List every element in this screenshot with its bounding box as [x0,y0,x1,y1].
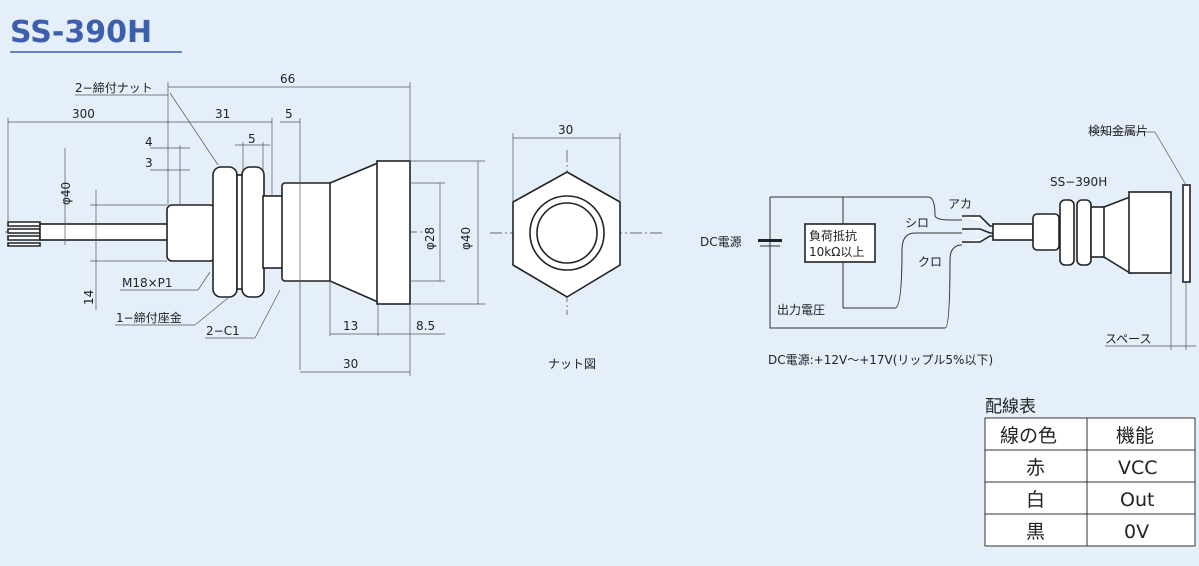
cell-color: 黒 [1026,521,1045,543]
label-chamfer: 2−C1 [206,324,240,338]
output-voltage-label: 出力電圧 [777,303,825,317]
cell-function: Out [1120,489,1154,511]
dim-31: 31 [215,107,230,121]
wiring-table: 配線表 線の色 機能 赤 VCC 白 Out 黒 0V [984,397,1196,547]
dim-30: 30 [343,357,358,371]
dim-8-5: 8.5 [416,319,435,333]
load-label: 負荷抵抗 [809,228,857,243]
dim-4: 4 [145,135,153,149]
space-label: スペース [1105,332,1152,346]
nut-view: 30 ナット図 [490,123,665,371]
dim-300: 300 [72,107,95,121]
wire-red-label: アカ [948,197,972,211]
dim-13: 13 [343,319,358,333]
dim-phi28: φ28 [423,227,437,250]
battery-icon [758,239,782,242]
wire-white-label: シロ [905,216,929,230]
dim-phi40-cable: φ40 [59,182,73,205]
sensor-model-label: SS−390H [1050,175,1107,189]
dim-5b: 5 [248,132,256,146]
side-view: 66 300 31 5 4 3 5 φ40 φ28 φ40 14 13 8.5 … [5,72,485,376]
dim-14: 14 [82,290,96,305]
supply-note: DC電源:+12V〜+17V(リップル5%以下) [768,353,993,367]
dim-66: 66 [280,72,295,86]
label-washer: 1−締付座金 [116,310,182,325]
nut-dim-30: 30 [558,123,573,137]
wiring-diagram: DC電源 負荷抵抗 10kΩ以上 出力電圧 アカ シロ クロ SS−390H 検… [700,123,1196,367]
label-thread: M18×P1 [122,276,173,290]
cell-color: 赤 [1026,457,1045,479]
header-wire-color: 線の色 [1000,425,1057,447]
cell-function: VCC [1118,457,1158,479]
cell-color: 白 [1026,489,1045,511]
dim-phi40-head: φ40 [459,227,473,250]
label-nut: 2−締付ナット [75,80,153,95]
nut-view-caption: ナット図 [548,357,596,371]
metal-target [1182,184,1191,283]
wiring-table-title: 配線表 [985,397,1036,417]
wire-black-label: クロ [918,255,942,269]
target-label: 検知金属片 [1088,123,1148,138]
lead-wires [7,221,169,247]
dim-3: 3 [145,156,153,170]
cell-function: 0V [1124,521,1149,543]
header-function: 機能 [1116,425,1154,447]
load-value: 10kΩ以上 [809,245,864,259]
dim-5a: 5 [285,107,293,121]
model-title: SS-390H [10,15,152,50]
dc-source-label: DC電源 [700,235,742,249]
